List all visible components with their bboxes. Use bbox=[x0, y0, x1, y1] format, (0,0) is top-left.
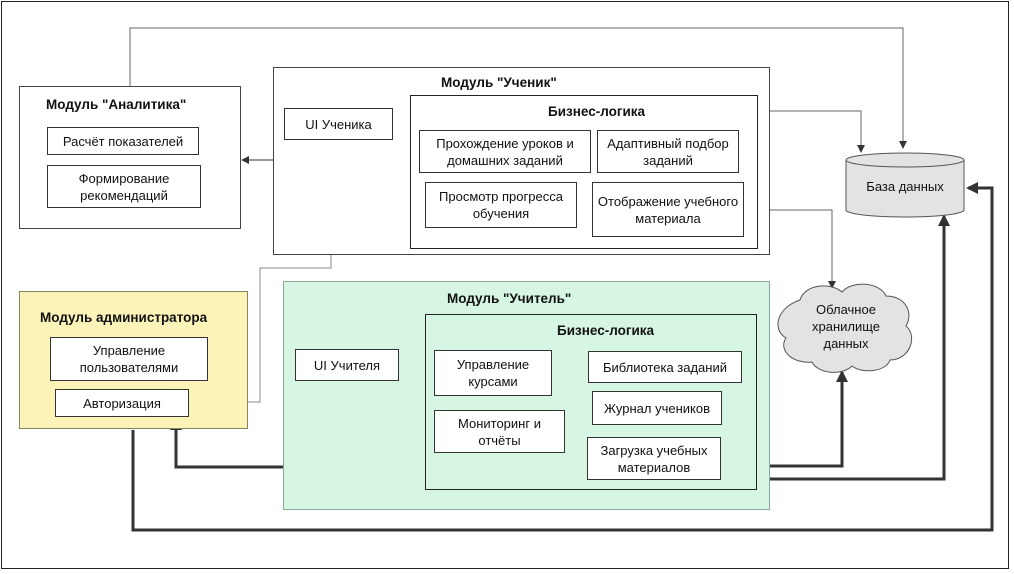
student-item-lessons: Прохождение уроков и домашних заданий bbox=[419, 130, 591, 173]
teacher-title: Модуль "Учитель" bbox=[447, 291, 572, 306]
teacher-module: Модуль "Учитель" UI Учителя Бизнес-логик… bbox=[283, 281, 770, 510]
student-item-progress: Просмотр прогресса обучения bbox=[425, 182, 577, 228]
teacher-item-upload: Загрузка учебных материалов bbox=[587, 437, 721, 480]
teacher-logic: Бизнес-логика Управление курсами Монитор… bbox=[425, 314, 757, 490]
database-cylinder bbox=[845, 152, 965, 218]
analytics-item-calc: Расчёт показателей bbox=[47, 127, 199, 155]
student-item-adaptive: Адаптивный подбор заданий bbox=[597, 130, 739, 173]
student-to-admin-line bbox=[248, 255, 332, 403]
student-title: Модуль "Ученик" bbox=[441, 75, 557, 90]
student-module: Модуль "Ученик" UI Ученика Бизнес-логика… bbox=[273, 67, 770, 255]
analytics-title: Модуль "Аналитика" bbox=[46, 97, 187, 112]
student-item-material: Отображение учебного материала bbox=[592, 182, 744, 237]
teacher-logic-title: Бизнес-логика bbox=[557, 323, 655, 338]
database-label: База данных bbox=[866, 179, 944, 194]
admin-to-db-line bbox=[131, 182, 994, 532]
admin-item-users: Управление пользователями bbox=[50, 337, 208, 381]
teacher-item-journal: Журнал учеников bbox=[592, 391, 722, 425]
teacher-item-monitoring: Мониторинг и отчёты bbox=[434, 410, 565, 453]
student-ui: UI Ученика bbox=[284, 108, 393, 140]
teacher-item-courses: Управление курсами bbox=[434, 350, 552, 396]
analytics-to-db-line bbox=[129, 27, 907, 149]
teacher-to-db-line bbox=[757, 214, 950, 481]
analytics-module: Модуль "Аналитика" Расчёт показателей Фо… bbox=[19, 86, 241, 229]
material-to-cloud-line bbox=[743, 209, 836, 289]
teacher-ui: UI Учителя bbox=[295, 349, 399, 381]
student-logic: Бизнес-логика Прохождение уроков и домаш… bbox=[410, 95, 758, 249]
teacher-to-admin-line bbox=[170, 418, 283, 469]
admin-title: Модуль администратора bbox=[40, 310, 208, 325]
teacher-item-library: Библиотека заданий bbox=[588, 351, 742, 383]
student-logic-title: Бизнес-логика bbox=[548, 104, 646, 119]
cloud-label: Облачное хранилище данных bbox=[811, 302, 881, 351]
cloud-shape bbox=[777, 283, 912, 373]
admin-module: Модуль администратора Управление пользов… bbox=[19, 291, 248, 429]
student-logic-to-db-line bbox=[757, 110, 865, 153]
analytics-item-recommend: Формирование рекомендаций bbox=[47, 165, 201, 208]
admin-item-auth: Авторизация bbox=[55, 389, 189, 417]
